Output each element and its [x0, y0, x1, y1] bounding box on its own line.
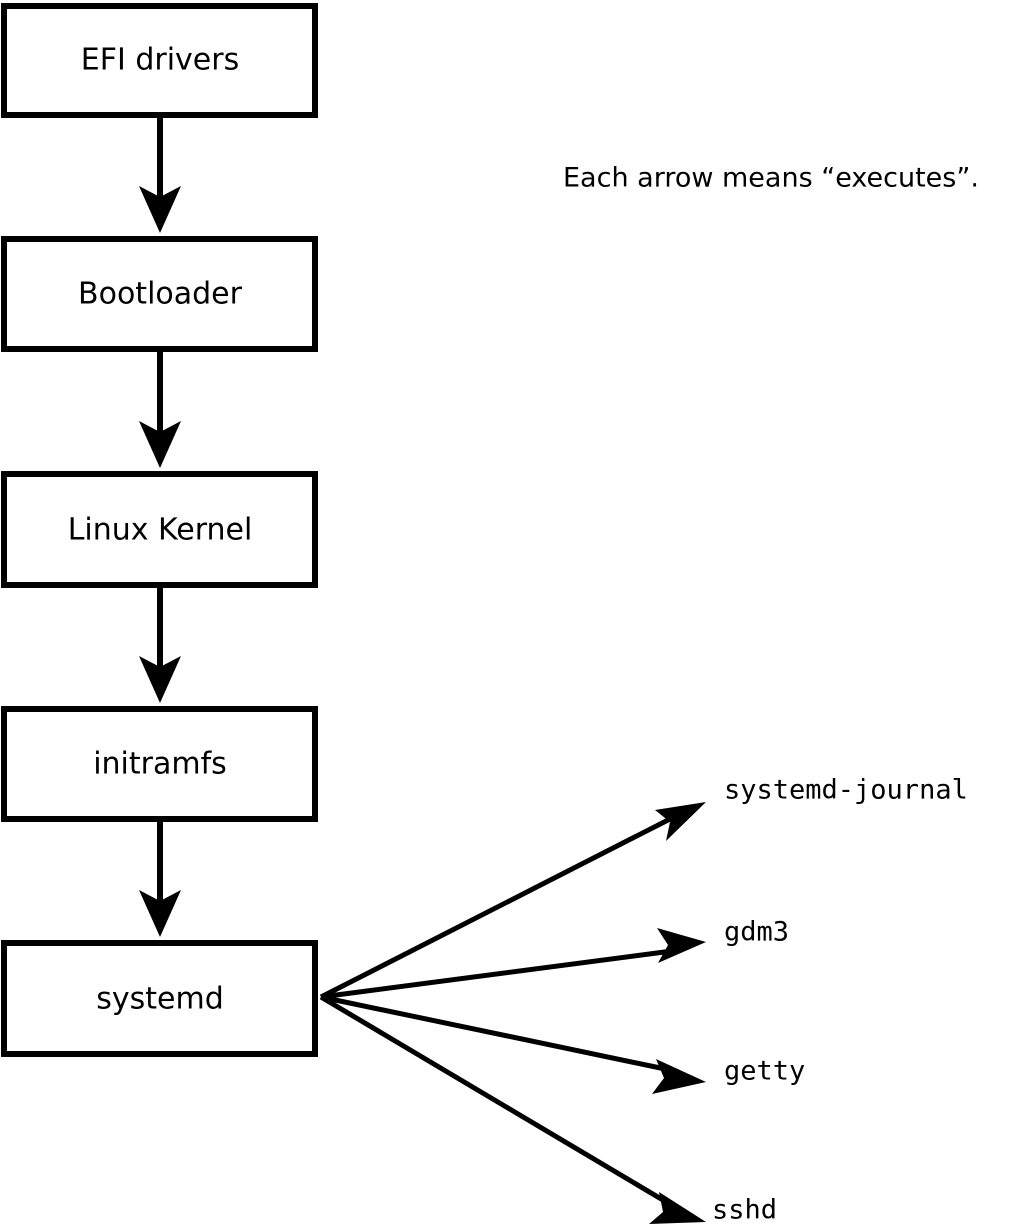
vertical-arrow-bootloader-to-kernel	[139, 352, 181, 468]
box-outline	[1, 471, 318, 588]
box-label-efi-drivers: EFI drivers	[81, 43, 239, 78]
box-bootloader[interactable]: Bootloader	[1, 236, 318, 352]
arrow-shaft	[319, 815, 674, 1000]
arrow-head-icon	[657, 928, 706, 963]
arrow-head-icon	[139, 656, 181, 703]
arrow-head-icon	[655, 802, 706, 841]
fan-arrow-systemd-journal	[319, 802, 706, 1000]
fan-arrow-getty	[320, 994, 706, 1094]
box-linux-kernel[interactable]: Linux Kernel	[1, 471, 318, 588]
leaf-label-gdm3: gdm3	[724, 917, 789, 948]
box-label-bootloader: Bootloader	[78, 277, 243, 312]
arrow-head-icon	[649, 1192, 706, 1224]
box-systemd[interactable]: systemd	[1, 940, 318, 1057]
box-label-systemd: systemd	[96, 982, 224, 1017]
leaf-label-sshd: sshd	[712, 1195, 777, 1226]
arrow-head-icon	[652, 1059, 706, 1094]
leaf-label-getty: getty	[724, 1056, 805, 1087]
fan-arrow-sshd	[319, 994, 706, 1224]
arrow-shaft	[319, 994, 670, 1206]
vertical-arrow-kernel-to-initramfs	[139, 588, 181, 703]
box-outline	[1, 706, 318, 822]
arrow-head-icon	[139, 186, 181, 233]
arrow-head-icon	[139, 890, 181, 937]
fan-arrow-gdm3	[320, 928, 706, 1000]
box-outline	[1, 3, 318, 118]
arrow-shaft	[320, 948, 673, 1000]
box-label-linux-kernel: Linux Kernel	[68, 513, 253, 548]
box-efi-drivers[interactable]: EFI drivers	[1, 3, 318, 118]
arrow-head-icon	[139, 421, 181, 468]
arrow-shaft	[320, 994, 671, 1073]
vertical-arrow-initramfs-to-systemd	[139, 822, 181, 937]
box-initramfs[interactable]: initramfs	[1, 706, 318, 822]
vertical-arrow-efi-to-bootloader	[139, 118, 181, 233]
legend-note: Each arrow means “executes”.	[563, 163, 979, 194]
leaf-label-systemd-journal: systemd-journal	[724, 775, 968, 806]
box-outline	[1, 236, 318, 352]
box-label-initramfs: initramfs	[93, 747, 227, 782]
box-outline	[1, 940, 318, 1057]
